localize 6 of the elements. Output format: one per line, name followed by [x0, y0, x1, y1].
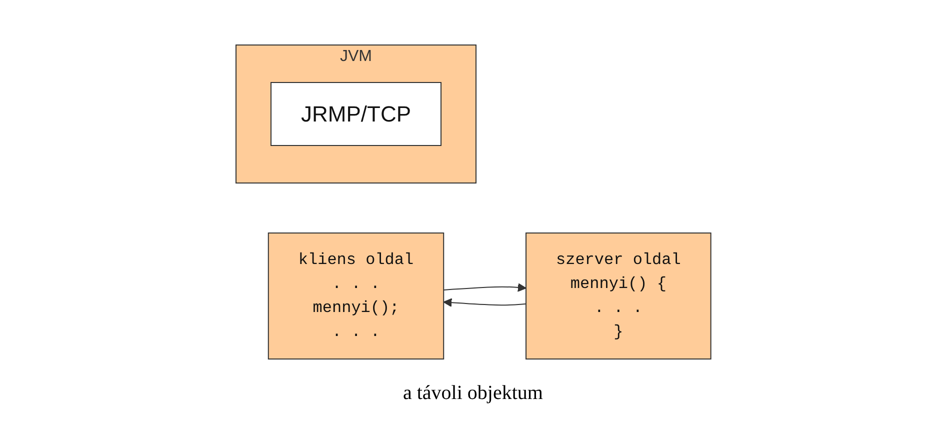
arrow: [442, 298, 526, 306]
arrow: [442, 282, 526, 292]
node-box: JRMP/TCP: [270, 82, 442, 146]
node-caption: a távoli objektum: [403, 382, 543, 404]
node-box: szerver oldal mennyi() { . . . }: [525, 232, 711, 359]
node-box: kliens oldal . . . mennyi(); . . .: [267, 232, 444, 359]
